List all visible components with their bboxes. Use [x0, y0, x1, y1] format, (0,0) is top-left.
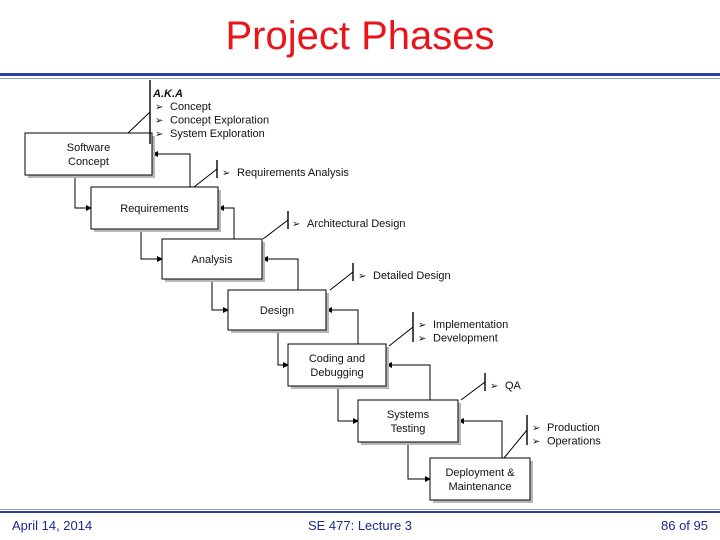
bullet-arrow-icon: ➢	[490, 381, 498, 392]
phase-box	[357, 399, 459, 443]
phase-label: Software	[67, 142, 110, 154]
phase-box	[90, 186, 219, 230]
feedback-arrow	[326, 307, 359, 344]
forward-arrow	[407, 442, 431, 482]
phase-label: Analysis	[192, 254, 233, 266]
footer-lecture: SE 477: Lecture 3	[307, 518, 413, 533]
note-item: QA	[505, 380, 522, 392]
bullet-arrow-icon: ➢	[155, 129, 163, 140]
note-leader-line	[460, 381, 486, 401]
phase-label: Concept	[68, 156, 109, 168]
note-item: Production	[547, 422, 600, 434]
feedback-arrow	[262, 256, 299, 290]
phase-label: Requirements	[120, 203, 189, 215]
note-item: Concept Exploration	[170, 115, 269, 127]
bullet-arrow-icon: ➢	[418, 320, 426, 331]
feedback-arrow	[152, 151, 191, 187]
waterfall-diagram: SoftwareConceptRequirementsAnalysisDesig…	[24, 80, 601, 503]
feedback-arrow	[458, 418, 503, 458]
note-leader-line	[127, 111, 151, 134]
footer-date: April 14, 2014	[12, 518, 93, 533]
phase-label: Design	[260, 305, 294, 317]
phase-box	[227, 289, 327, 331]
forward-arrow	[74, 175, 92, 211]
footer-rule	[0, 511, 720, 513]
feedback-arrow	[386, 362, 431, 400]
phase-label: Systems	[387, 409, 430, 421]
bullet-arrow-icon: ➢	[292, 219, 300, 230]
bullet-arrow-icon: ➢	[358, 271, 366, 282]
forward-arrow	[140, 229, 163, 262]
phase-label: Coding and	[309, 353, 365, 365]
note-leader-line	[329, 271, 354, 291]
note-item: Development	[433, 333, 498, 345]
note-leader-line	[193, 168, 218, 188]
feedback-arrow	[218, 205, 235, 239]
bullet-arrow-icon: ➢	[155, 102, 163, 113]
forward-arrow	[277, 330, 289, 368]
phase-box	[24, 132, 153, 176]
phase-label: Deployment &	[445, 467, 515, 479]
note-heading: A.K.A	[152, 88, 183, 100]
note-item: System Exploration	[170, 128, 265, 140]
bullet-arrow-icon: ➢	[222, 168, 230, 179]
phase-box	[287, 343, 387, 387]
note-item: Requirements Analysis	[237, 167, 349, 179]
note-item: Concept	[170, 101, 211, 113]
note-item: Architectural Design	[307, 218, 405, 230]
bullet-arrow-icon: ➢	[155, 116, 163, 127]
slide-title: Project Phases	[225, 14, 495, 58]
note-leader-line	[503, 429, 528, 459]
phase-label: Maintenance	[449, 481, 512, 493]
phase-label: Testing	[391, 423, 426, 435]
phase-label: Debugging	[310, 367, 363, 379]
footer-page-number: 86 of 95	[661, 518, 708, 533]
bullet-arrow-icon: ➢	[532, 423, 540, 434]
note-item: Detailed Design	[373, 270, 451, 282]
note-leader-line	[262, 219, 289, 240]
footer-rule-thin	[0, 509, 720, 510]
header-rule-thin	[0, 78, 720, 79]
phase-box	[429, 457, 531, 501]
phase-box	[161, 238, 263, 280]
forward-arrow	[337, 386, 359, 424]
forward-arrow	[211, 279, 229, 313]
header-rule	[0, 73, 720, 76]
bullet-arrow-icon: ➢	[532, 437, 540, 448]
note-leader-line	[388, 326, 414, 347]
bullet-arrow-icon: ➢	[418, 334, 426, 345]
note-item: Operations	[547, 436, 601, 448]
note-item: Implementation	[433, 319, 508, 331]
